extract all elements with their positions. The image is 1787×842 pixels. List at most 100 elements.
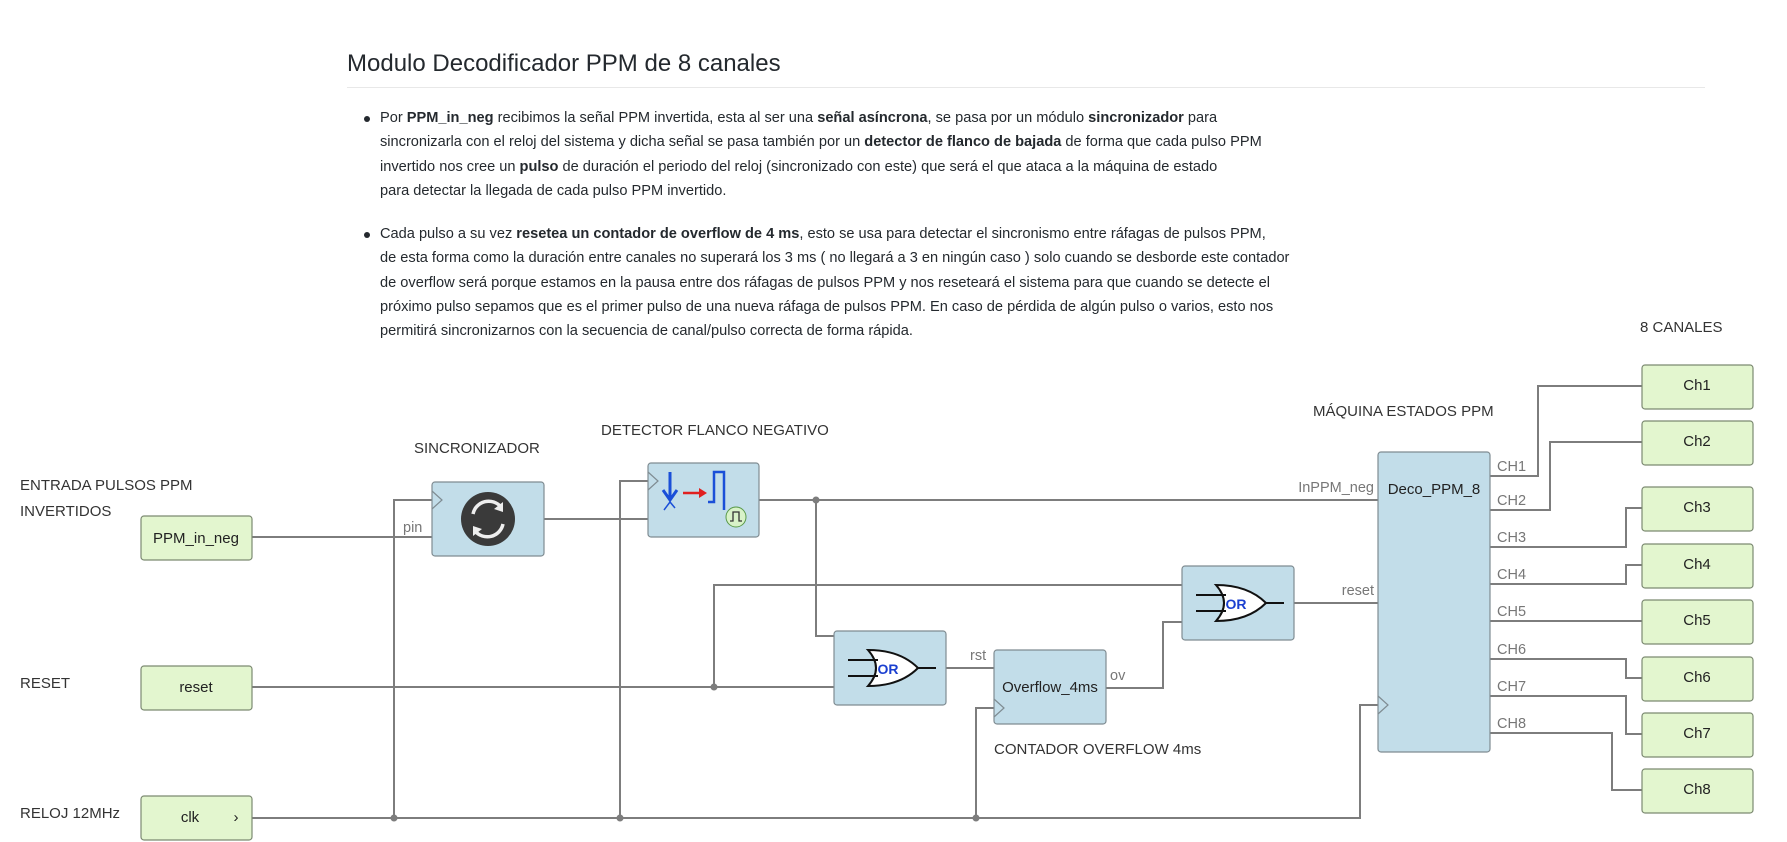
or-gate-1-label: OR bbox=[878, 661, 899, 677]
label-reset: RESET bbox=[20, 675, 70, 692]
wire-ov-or2 bbox=[1106, 621, 1182, 689]
channel-box[interactable]: Ch7 bbox=[1641, 712, 1754, 758]
channel-label: Ch1 bbox=[1683, 377, 1711, 394]
deco-output-label: CH3 bbox=[1497, 530, 1526, 546]
description-line: sincronizarla con el reloj del sistema y… bbox=[380, 130, 1410, 154]
input-reset[interactable]: reset bbox=[140, 665, 253, 711]
wire-ch4 bbox=[1490, 564, 1642, 585]
wire-pulse-to-or1 bbox=[815, 500, 834, 637]
description-line: de overflow será porque estamos en la pa… bbox=[380, 271, 1410, 295]
deco-block-label: Deco_PPM_8 bbox=[1388, 481, 1481, 498]
or-gate-2[interactable]: OR bbox=[1181, 565, 1295, 641]
deco-output-label: CH1 bbox=[1497, 459, 1526, 475]
label-sincronizador: SINCRONIZADOR bbox=[414, 440, 540, 457]
emphasis-text: detector de flanco de bajada bbox=[864, 134, 1062, 151]
wires bbox=[252, 385, 1642, 822]
description-line: Por PPM_in_neg recibimos la señal PPM in… bbox=[380, 106, 1410, 130]
body-text: Por bbox=[380, 110, 407, 126]
sincronizador-block[interactable]: pin bbox=[403, 481, 545, 557]
input-ppm-label: PPM_in_neg bbox=[153, 530, 239, 547]
channel-label: Ch4 bbox=[1683, 556, 1711, 573]
sync-icon bbox=[461, 492, 515, 546]
channel-box[interactable]: Ch4 bbox=[1641, 543, 1754, 589]
description-line: de esta forma como la duración entre can… bbox=[380, 246, 1410, 270]
emphasis-text: PPM_in_neg bbox=[406, 110, 494, 126]
body-text: próximo pulso sepamos que es el primer p… bbox=[380, 299, 1274, 316]
title-divider bbox=[347, 87, 1705, 88]
label-detector: DETECTOR FLANCO NEGATIVO bbox=[601, 422, 829, 439]
ov-pin-label: ov bbox=[1110, 668, 1126, 684]
body-text: de forma que cada pulso PPM bbox=[1061, 134, 1262, 151]
wire-clk-detector bbox=[619, 480, 648, 818]
channel-box[interactable]: Ch1 bbox=[1641, 364, 1754, 410]
or-gate-1[interactable]: OR bbox=[833, 630, 947, 706]
deco-output-label: CH4 bbox=[1497, 567, 1526, 583]
deco-output-label: CH2 bbox=[1497, 493, 1526, 509]
channel-label: Ch7 bbox=[1683, 725, 1711, 742]
emphasis-text: sincronizador bbox=[1088, 110, 1184, 126]
detector-flanco-block[interactable] bbox=[647, 462, 760, 538]
label-entrada-line2: INVERTIDOS bbox=[20, 503, 111, 520]
wire-reset-to-or2 bbox=[713, 584, 1182, 687]
falling-edge-icon bbox=[661, 470, 747, 528]
wire-ch2 bbox=[1490, 441, 1642, 511]
overflow-block-label: Overflow_4ms bbox=[1002, 679, 1098, 696]
input-ppm-in-neg[interactable]: PPM_in_neg bbox=[140, 515, 253, 561]
overflow-counter-block[interactable]: Overflow_4ms rst ov bbox=[970, 648, 1126, 725]
or-gate-2-label: OR bbox=[1226, 596, 1247, 612]
emphasis-text: señal asíncrona bbox=[817, 110, 928, 126]
channel-box[interactable]: Ch8 bbox=[1641, 768, 1754, 814]
body-text: permitirá sincronizarnos con la secuenci… bbox=[380, 323, 913, 340]
wire-clk-overflow bbox=[975, 707, 994, 818]
wire-ch1 bbox=[1490, 385, 1642, 477]
junction-clk-2 bbox=[616, 814, 624, 822]
body-text: de overflow será porque estamos en la pa… bbox=[380, 274, 1270, 291]
emphasis-text: resetea un contador de overflow de 4 ms bbox=[516, 226, 800, 243]
channel-box[interactable]: Ch6 bbox=[1641, 656, 1754, 702]
body-text: de duración el periodo del reloj (sincro… bbox=[558, 158, 1218, 175]
channel-box[interactable]: Ch2 bbox=[1641, 420, 1754, 466]
description-line: permitirá sincronizarnos con la secuenci… bbox=[380, 319, 1410, 343]
label-canales: 8 CANALES bbox=[1640, 319, 1723, 336]
body-text: Cada pulso a su vez bbox=[380, 226, 517, 243]
wire-ch3 bbox=[1490, 507, 1642, 548]
channel-label: Ch5 bbox=[1683, 612, 1711, 629]
channel-box[interactable]: Ch3 bbox=[1641, 486, 1754, 532]
junction-reset bbox=[710, 683, 718, 691]
sync-pin-label: pin bbox=[403, 520, 422, 536]
label-maquina: MÁQUINA ESTADOS PPM bbox=[1313, 403, 1494, 420]
input-clk-label: clk bbox=[181, 809, 200, 826]
wire-clk bbox=[252, 704, 1378, 819]
junction-clk-3 bbox=[972, 814, 980, 822]
label-reloj: RELOJ 12MHz bbox=[20, 805, 120, 822]
junction-pulse bbox=[812, 496, 820, 504]
deco-output-label: CH7 bbox=[1497, 679, 1526, 695]
emphasis-text: pulso bbox=[519, 158, 559, 175]
body-text: recibimos la señal PPM invertida, esta a… bbox=[493, 110, 818, 126]
body-text: invertido nos cree un bbox=[380, 158, 520, 175]
channel-box[interactable]: Ch5 bbox=[1641, 599, 1754, 645]
description-line: para detectar la llegada de cada pulso P… bbox=[380, 179, 1410, 203]
body-text: sincronizarla con el reloj del sistema y… bbox=[380, 134, 865, 151]
wire-ch8 bbox=[1490, 732, 1642, 791]
clk-marker: › bbox=[234, 809, 239, 826]
junction-clk-1 bbox=[390, 814, 398, 822]
body-text: para bbox=[1183, 110, 1218, 126]
description-line: Cada pulso a su vez resetea un contador … bbox=[380, 222, 1410, 246]
channel-label: Ch6 bbox=[1683, 669, 1711, 686]
description-line: próximo pulso sepamos que es el primer p… bbox=[380, 295, 1410, 319]
channel-label: Ch8 bbox=[1683, 781, 1711, 798]
deco-output-label: CH5 bbox=[1497, 604, 1526, 620]
input-clk[interactable]: clk › bbox=[140, 795, 253, 841]
description-line: invertido nos cree un pulso de duración … bbox=[380, 155, 1410, 179]
label-contador: CONTADOR OVERFLOW 4ms bbox=[994, 741, 1201, 758]
description-bullet: Cada pulso a su vez resetea un contador … bbox=[364, 222, 1410, 343]
label-entrada-line1: ENTRADA PULSOS PPM bbox=[20, 477, 193, 494]
inppm-pin-label: InPPM_neg bbox=[1298, 480, 1374, 496]
channel-label: Ch3 bbox=[1683, 499, 1711, 516]
channel-label: Ch2 bbox=[1683, 433, 1711, 450]
body-text: para detectar la llegada de cada pulso P… bbox=[380, 182, 727, 199]
deco-ppm-8-block[interactable]: Deco_PPM_8 InPPM_neg reset bbox=[1298, 451, 1491, 753]
